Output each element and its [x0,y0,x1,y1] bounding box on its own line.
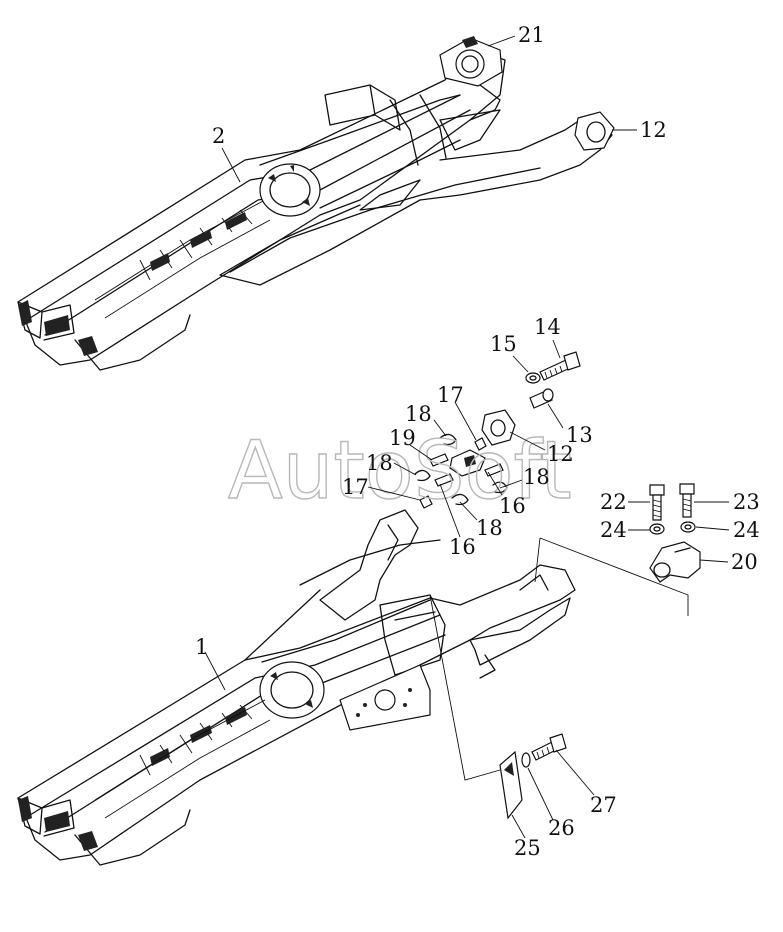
callout-27: 27 [590,793,617,817]
callout-22: 22 [600,490,627,514]
callout-20: 20 [731,550,758,574]
callout-14: 14 [534,315,561,339]
callout-26: 26 [548,816,575,840]
leader-lines [204,35,730,839]
callout-labels: 1 2 12 12 13 14 15 16 16 17 17 18 18 18 … [195,23,760,860]
watermark-text: AutoSoft [228,424,572,517]
callout-24-right: 24 [733,518,760,542]
exploded-parts [414,351,701,820]
callout-12-exploded: 12 [547,442,574,466]
track-frame-upper [17,36,615,371]
callout-18-bottom: 18 [476,516,503,540]
callout-16-right: 16 [499,494,526,518]
callout-12-top: 12 [640,118,667,142]
callout-16-left: 16 [449,535,476,559]
track-frame-lower [17,509,576,866]
callout-21: 21 [518,23,545,47]
callout-17-left: 17 [342,475,369,499]
callout-18-top: 18 [405,402,432,426]
callout-17-top: 17 [437,383,464,407]
callout-25: 25 [514,836,541,860]
callout-15: 15 [490,332,517,356]
callout-2: 2 [212,124,225,148]
callout-19: 19 [389,426,416,450]
callout-1: 1 [195,635,208,659]
callout-18-left: 18 [366,451,393,475]
callout-23: 23 [733,490,760,514]
callout-13: 13 [566,423,593,447]
callout-18-right: 18 [523,465,550,489]
callout-24-left: 24 [600,518,627,542]
